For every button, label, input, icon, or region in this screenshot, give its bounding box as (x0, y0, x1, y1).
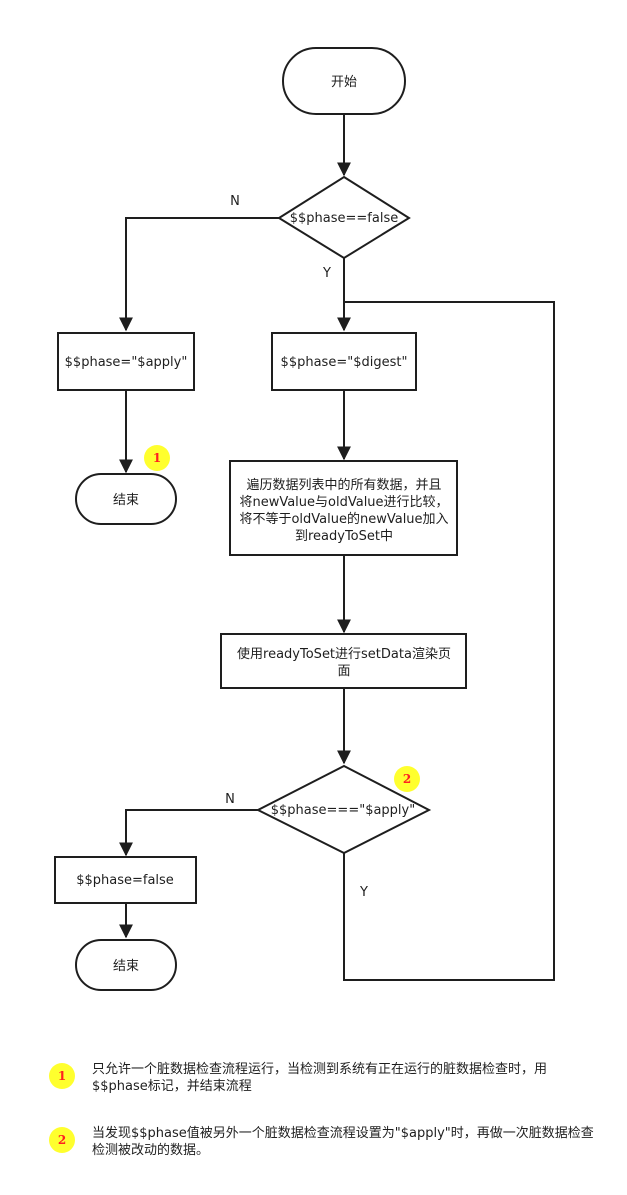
decision2-node: $$phase==="$apply" (255, 764, 432, 855)
set-digest-label: $$phase="$digest" (281, 355, 408, 370)
set-false-label: $$phase=false (76, 873, 174, 888)
decision1-node: $$phase==false (277, 175, 411, 260)
end2-node: 结束 (75, 939, 177, 991)
decision1-label: $$phase==false (290, 211, 398, 226)
decision2-label: $$phase==="$apply" (271, 803, 415, 818)
decision1-no-label: N (230, 194, 240, 209)
note-1: 只允许一个脏数据检查流程运行，当检测到系统有正在运行的脏数据检查时，用 $$ph… (92, 1061, 602, 1095)
note-2-marker: 2 (49, 1127, 75, 1153)
note-2-line-1: 当发现$$phase值被另外一个脏数据检查流程设置为"$apply"时，再做一次… (92, 1126, 594, 1141)
end2-label: 结束 (113, 959, 139, 974)
traverse-node: 遍历数据列表中的所有数据，并且 将newValue与oldValue进行比较， … (229, 460, 458, 556)
marker-1: 1 (144, 445, 170, 471)
edge-decision2-yes-loop (343, 301, 555, 981)
set-apply-node: $$phase="$apply" (57, 332, 195, 391)
note-1-marker: 1 (49, 1063, 75, 1089)
marker-2-number: 2 (403, 772, 411, 786)
traverse-line-1: 遍历数据列表中的所有数据，并且 (246, 477, 441, 493)
set-false-node: $$phase=false (54, 856, 197, 904)
edge-decision2-no (119, 809, 258, 857)
note-2: 当发现$$phase值被另外一个脏数据检查流程设置为"$apply"时，再做一次… (92, 1125, 602, 1159)
render-line-1: 使用readyToSet进行setData渲染页 (237, 646, 451, 662)
set-digest-node: $$phase="$digest" (271, 332, 417, 391)
connectors (119, 115, 555, 981)
end1-node: 结束 (75, 473, 177, 525)
decision2-no-label: N (225, 792, 235, 807)
note-2-line-2: 检测被改动的数据。 (92, 1143, 210, 1158)
start-label: 开始 (331, 75, 357, 90)
traverse-line-2: 将newValue与oldValue进行比较， (239, 495, 448, 510)
marker-1-number: 1 (153, 451, 161, 465)
note-1-line-1: 只允许一个脏数据检查流程运行，当检测到系统有正在运行的脏数据检查时，用 (92, 1062, 548, 1077)
edge-decision1-no (119, 217, 279, 332)
decision1-yes-label: Y (322, 266, 331, 281)
traverse-line-4: 到readyToSet中 (295, 529, 393, 544)
render-line-2: 面 (337, 664, 350, 679)
render-node: 使用readyToSet进行setData渲染页 面 (220, 633, 467, 689)
marker-2: 2 (394, 766, 420, 792)
note-1-line-2: $$phase标记，并结束流程 (92, 1079, 252, 1094)
traverse-line-3: 将不等于oldValue的newValue加入 (239, 511, 448, 527)
start-node: 开始 (282, 47, 406, 115)
end1-label: 结束 (113, 493, 139, 508)
set-apply-label: $$phase="$apply" (65, 355, 188, 370)
decision2-yes-label: Y (359, 885, 368, 900)
